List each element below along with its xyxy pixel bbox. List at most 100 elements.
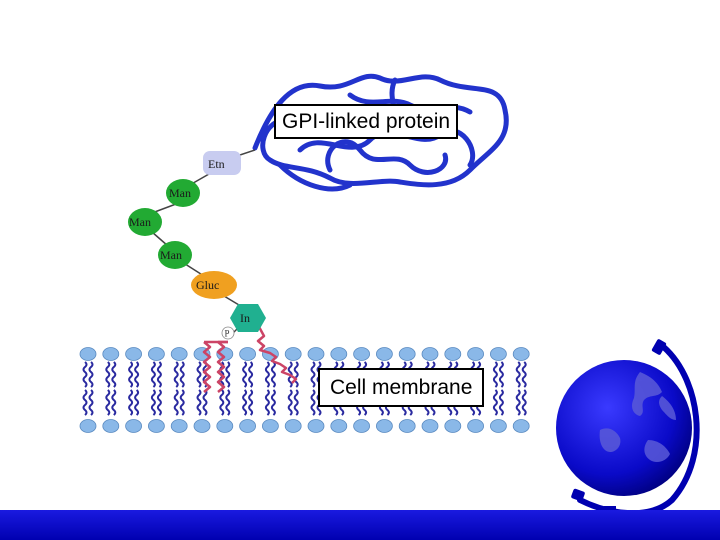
lipid-tail (310, 361, 316, 388)
lipid-head (489, 347, 507, 361)
lipid-head (489, 419, 507, 433)
node-man-3: Man (158, 241, 192, 269)
lipid-head (398, 347, 416, 361)
lipid-head (375, 347, 393, 361)
lipid-head (421, 419, 439, 433)
lipid-tail (105, 361, 111, 388)
lipid-tail (225, 361, 231, 388)
lipid-head (102, 419, 120, 433)
lipid-tail (111, 389, 117, 416)
lipid-tail (128, 361, 134, 388)
lipid-tail (88, 361, 94, 388)
lipid-head (79, 419, 97, 433)
node-phosphate: P (221, 326, 235, 340)
lipid-head (353, 419, 371, 433)
lipid-tail (134, 389, 140, 416)
globe-icon (556, 339, 700, 523)
lipid-tail (498, 361, 504, 388)
lipid-tail (492, 361, 498, 388)
lipid-head (307, 347, 325, 361)
lipid-head (330, 419, 348, 433)
node-phosphate-label: P (225, 329, 230, 339)
lipid-tail (287, 389, 293, 416)
lipid-tail (293, 389, 299, 416)
lipid-head (125, 419, 143, 433)
lipid-tail (293, 361, 299, 388)
lipid-tail (128, 389, 134, 416)
lipid-head (170, 419, 188, 433)
lipid-tail (242, 361, 248, 388)
lipid-tail (287, 361, 293, 388)
lipid-tail (248, 361, 254, 388)
lipid-head (284, 347, 302, 361)
lipid-tail (82, 389, 88, 416)
node-man-2: Man (128, 208, 162, 236)
bottom-bar (0, 510, 720, 540)
lipid-head (444, 347, 462, 361)
lipid-head (79, 347, 97, 361)
node-gluc-label: Gluc (196, 278, 219, 292)
lipid-head (330, 347, 348, 361)
lipid-head (239, 419, 257, 433)
lipid-head (307, 419, 325, 433)
lipid-tail (242, 389, 248, 416)
lipid-head (216, 419, 234, 433)
node-inositol-label: In (240, 311, 250, 325)
lipid-tail (196, 361, 202, 388)
lipid-head (421, 347, 439, 361)
lipid-head (147, 347, 165, 361)
lipid-tail (88, 389, 94, 416)
node-etn: Etn (203, 151, 241, 175)
lipid-tail (82, 361, 88, 388)
lipid-tail (248, 389, 254, 416)
lipid-tail (498, 389, 504, 416)
lipid-tail (515, 361, 521, 388)
lipid-head (444, 419, 462, 433)
lipid-head (261, 419, 279, 433)
lipid-head (239, 347, 257, 361)
lipid-tail (492, 389, 498, 416)
node-gluc: Gluc (191, 271, 237, 299)
node-etn-label: Etn (208, 157, 225, 171)
lipid-head (467, 419, 485, 433)
lipid-tail (156, 389, 162, 416)
membrane-label: Cell membrane (318, 368, 485, 407)
lipid-tail (264, 361, 270, 388)
lipid-tail (219, 389, 225, 416)
lipid-tail (105, 389, 111, 416)
lipid-tail (134, 361, 140, 388)
lipid-tail (515, 389, 521, 416)
lipid-head (284, 419, 302, 433)
lipid-tail (156, 361, 162, 388)
lipid-head (512, 347, 530, 361)
lipid-tail (521, 361, 527, 388)
lipid-tail (202, 389, 208, 416)
node-man-1: Man (166, 179, 200, 207)
lipid-tail (270, 389, 276, 416)
lipid-tail (196, 389, 202, 416)
lipid-tail (150, 361, 156, 388)
node-man-2-label: Man (129, 215, 151, 229)
lipid-tail (270, 361, 276, 388)
lipid-tail (173, 389, 179, 416)
lipid-head (467, 347, 485, 361)
anchor-lipid-tails (202, 324, 298, 393)
lipid-tail (150, 389, 156, 416)
lipid-tail (179, 389, 185, 416)
lipid-head (193, 419, 211, 433)
node-man-1-label: Man (169, 186, 191, 200)
lipid-head (125, 347, 143, 361)
protein-label: GPI-linked protein (274, 104, 459, 139)
lipid-head (147, 419, 165, 433)
lipid-tail (310, 389, 316, 416)
lipid-tail (179, 361, 185, 388)
lipid-head (102, 347, 120, 361)
lipid-tail (225, 389, 231, 416)
lipid-head (375, 419, 393, 433)
lipid-tail (264, 389, 270, 416)
lipid-head (398, 419, 416, 433)
node-inositol: In (230, 304, 266, 332)
lipid-head (353, 347, 371, 361)
lipid-tail (173, 361, 179, 388)
